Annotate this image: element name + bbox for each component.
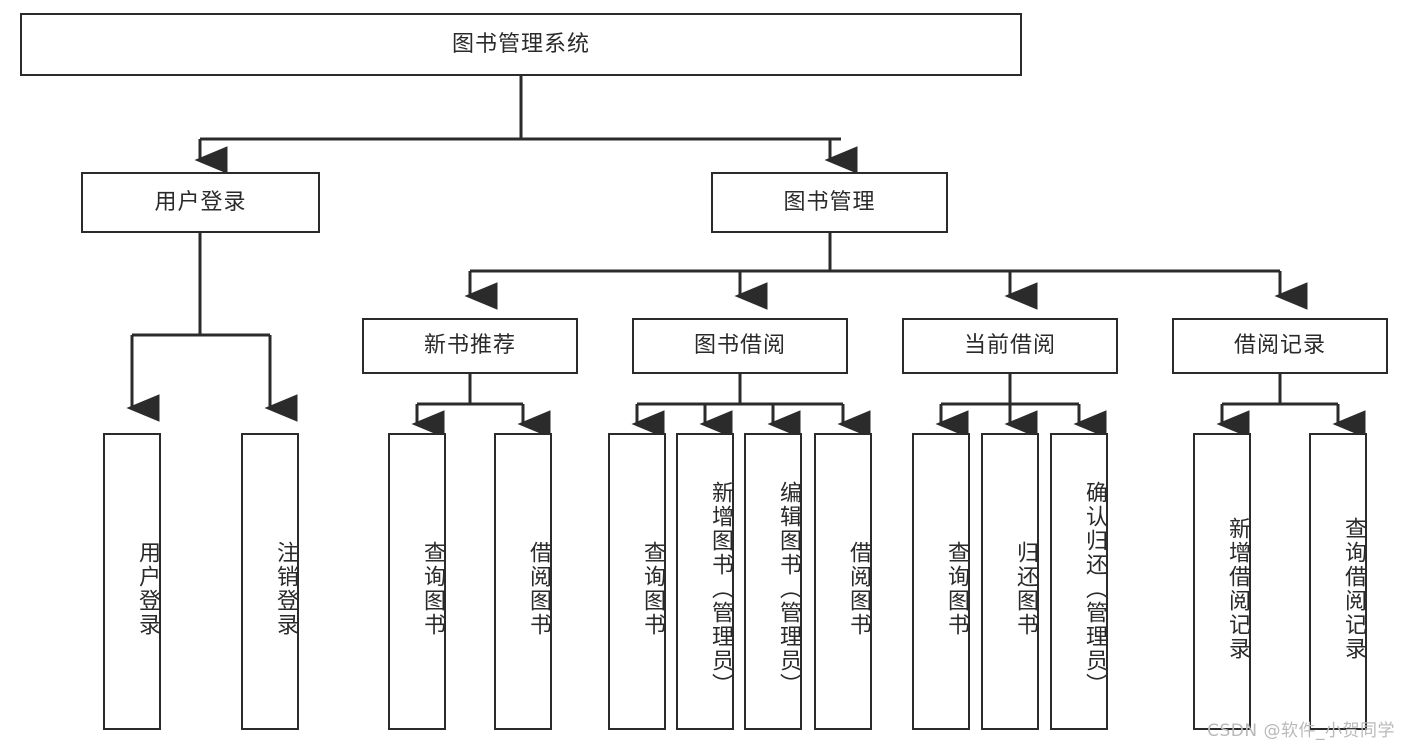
node-leaf-bb-borrow-book-label: 借阅图书	[846, 540, 871, 637]
node-leaf-rec-borrow-book-label: 借阅图书	[526, 540, 551, 637]
node-new-book-rec-label: 新书推荐	[423, 333, 516, 359]
node-leaf-bb-query-book-label: 查询图书	[640, 540, 665, 637]
node-leaf-rec-query-book[interactable]: 查询图书	[388, 433, 446, 730]
node-leaf-bb-edit-book[interactable]: 编辑图书（管理员）	[744, 433, 802, 730]
node-leaf-user-logout[interactable]: 注销登录	[241, 433, 299, 730]
node-leaf-rec-query-book-label: 查询图书	[420, 540, 445, 637]
node-leaf-br-query-record[interactable]: 查询借阅记录	[1309, 433, 1367, 730]
node-leaf-bb-query-book[interactable]: 查询图书	[608, 433, 666, 730]
node-leaf-cb-confirm-return-label: 确认归还（管理员）	[1082, 480, 1107, 697]
node-leaf-bb-add-book[interactable]: 新增图书（管理员）	[676, 433, 734, 730]
node-leaf-cb-query-book[interactable]: 查询图书	[912, 433, 970, 730]
node-leaf-user-logout-label: 注销登录	[273, 540, 298, 637]
node-current-borrow-label: 当前借阅	[963, 333, 1056, 359]
node-leaf-rec-borrow-book[interactable]: 借阅图书	[494, 433, 552, 730]
node-new-book-rec[interactable]: 新书推荐	[362, 318, 578, 374]
node-leaf-br-query-record-label: 查询借阅记录	[1341, 516, 1366, 661]
node-book-borrow[interactable]: 图书借阅	[632, 318, 848, 374]
node-borrow-record[interactable]: 借阅记录	[1172, 318, 1388, 374]
node-leaf-cb-return-book-label: 归还图书	[1013, 540, 1038, 637]
node-leaf-cb-confirm-return[interactable]: 确认归还（管理员）	[1050, 433, 1108, 730]
node-leaf-user-login[interactable]: 用户登录	[103, 433, 161, 730]
node-leaf-cb-query-book-label: 查询图书	[944, 540, 969, 637]
node-book-borrow-label: 图书借阅	[693, 333, 786, 359]
node-root-label: 图书管理系统	[451, 31, 590, 57]
node-leaf-user-login-label: 用户登录	[135, 540, 160, 637]
node-leaf-br-add-record[interactable]: 新增借阅记录	[1193, 433, 1251, 730]
node-book-manage-label: 图书管理	[783, 189, 876, 215]
node-user-login-label: 用户登录	[154, 189, 247, 215]
node-borrow-record-label: 借阅记录	[1233, 333, 1326, 359]
node-root[interactable]: 图书管理系统	[20, 13, 1022, 76]
node-book-manage[interactable]: 图书管理	[711, 172, 948, 233]
node-leaf-br-add-record-label: 新增借阅记录	[1225, 516, 1250, 661]
node-user-login[interactable]: 用户登录	[81, 172, 320, 233]
node-leaf-bb-edit-book-label: 编辑图书（管理员）	[776, 480, 801, 697]
node-leaf-bb-add-book-label: 新增图书（管理员）	[708, 480, 733, 697]
node-leaf-cb-return-book[interactable]: 归还图书	[981, 433, 1039, 730]
node-current-borrow[interactable]: 当前借阅	[902, 318, 1118, 374]
node-leaf-bb-borrow-book[interactable]: 借阅图书	[814, 433, 872, 730]
